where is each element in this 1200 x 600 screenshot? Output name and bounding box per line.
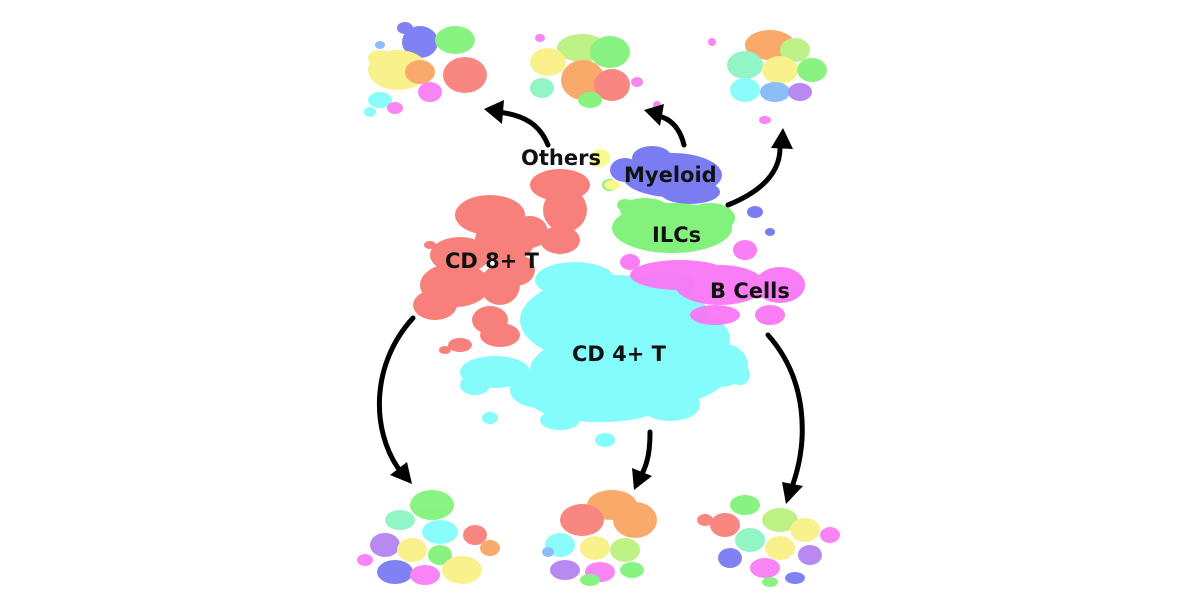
cluster-myeloid: [610, 146, 775, 236]
subcluster-myeloid: [530, 34, 661, 109]
label-cd8-t: CD 8+ T: [445, 249, 540, 273]
label-b-cells: B Cells: [710, 279, 790, 303]
arrow-cd8-t: [376, 315, 416, 484]
subcluster-b-cells: [697, 495, 840, 587]
arrow-others: [484, 100, 551, 148]
arrow-b-cells: [765, 332, 805, 504]
cluster-cd8-t: [413, 169, 590, 354]
label-ilcs: ILCs: [652, 223, 701, 247]
label-myeloid: Myeloid: [624, 163, 717, 187]
subcluster-others: [364, 22, 487, 117]
label-others: Others: [521, 146, 601, 170]
cluster-others: [590, 149, 620, 190]
arrow-myeloid: [644, 104, 687, 148]
subcluster-cd8-t: [357, 490, 500, 585]
label-cd4-t: CD 4+ T: [572, 342, 667, 366]
subcluster-ilcs: [708, 30, 827, 124]
cluster-b-cells: [620, 240, 805, 325]
cluster-ilcs: [602, 179, 735, 253]
arrow-cd4-t: [632, 429, 653, 490]
arrow-ilcs: [725, 128, 793, 208]
subcluster-cd4-t: [542, 490, 657, 586]
